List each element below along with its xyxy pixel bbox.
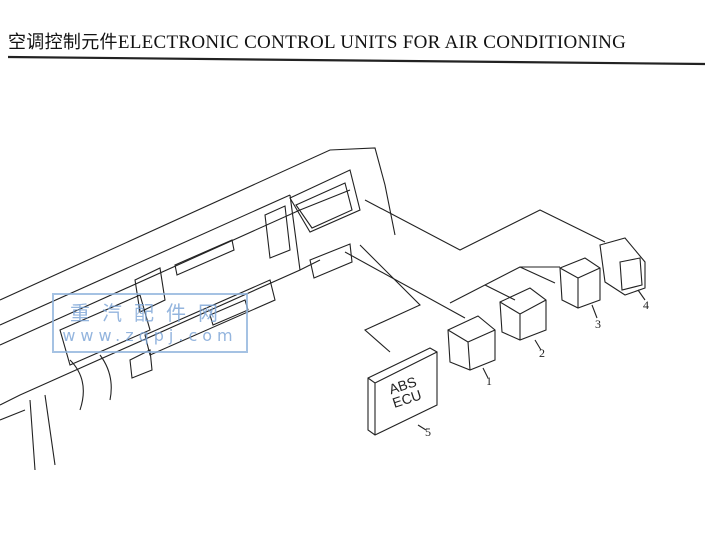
callout-4: 4: [643, 298, 649, 312]
callout-5: 5: [425, 425, 431, 439]
callout-3: 3: [595, 317, 601, 331]
title-rule: [7, 55, 706, 66]
watermark: 重汽配件网 www.zqpj.com: [52, 293, 248, 353]
title-english: ELECTRONIC CONTROL UNITS FOR AIR CONDITI…: [117, 32, 627, 53]
wiring: [344, 199, 606, 353]
relay-3: [559, 257, 601, 309]
watermark-url: www.zqpj.com: [62, 326, 238, 345]
relay-1: [447, 315, 496, 371]
dashboard-drawing: [0, 147, 396, 471]
page-title: 空调控制元件ELECTRONIC CONTROL UNITS FOR AIR C…: [8, 28, 626, 54]
leader-lines: [417, 289, 646, 431]
title-chinese: 空调控制元件: [8, 32, 118, 53]
callout-2: 2: [539, 346, 545, 360]
relay-2: [499, 287, 547, 341]
abs-ecu-5: [367, 347, 438, 436]
callout-1: 1: [486, 374, 492, 388]
watermark-name: 重汽配件网: [70, 301, 230, 325]
connector-4: [599, 237, 646, 296]
